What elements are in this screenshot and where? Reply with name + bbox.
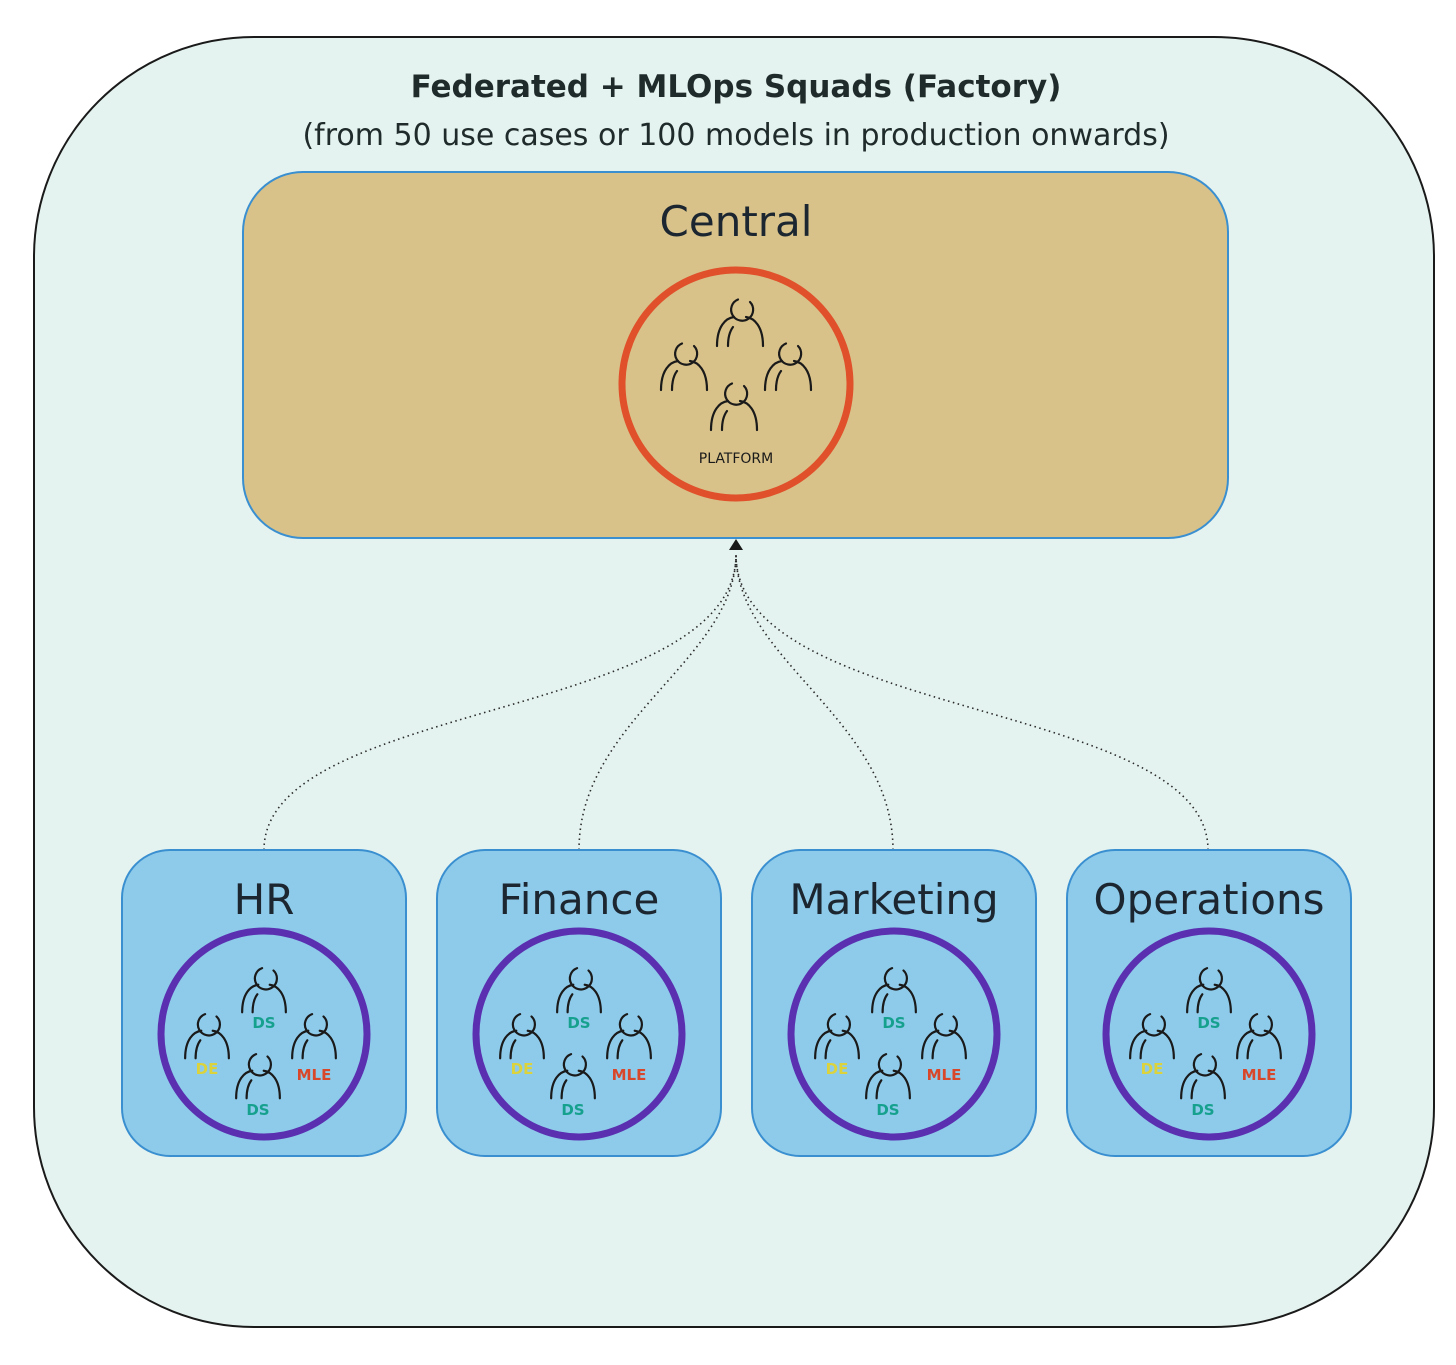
role-label-mle: MLE [612, 1066, 647, 1084]
central-label: Central [660, 197, 813, 246]
diagram-subtitle: (from 50 use cases or 100 models in prod… [302, 118, 1169, 153]
role-label-ds: DS [252, 1014, 275, 1032]
person-icon [871, 967, 917, 1014]
domain-label: Operations [1094, 875, 1325, 924]
role-label-de: DE [1141, 1060, 1164, 1078]
connector-marketing [735, 554, 894, 851]
role-label-de: DE [196, 1060, 219, 1078]
role-label-ds: DS [876, 1101, 899, 1119]
person-icon [709, 382, 759, 432]
squad-circle [157, 927, 371, 1141]
domain-label: HR [234, 875, 295, 924]
platform-team-label: PLATFORM [699, 451, 773, 467]
person-icon [1180, 1053, 1226, 1100]
person-icon [865, 1053, 911, 1100]
person-icon [715, 298, 765, 348]
connector-finance [578, 554, 737, 851]
person-icon [241, 967, 287, 1014]
person-icon [659, 342, 709, 392]
role-label-ds: DS [882, 1014, 905, 1032]
role-label-ds: DS [246, 1101, 269, 1119]
person-icon [550, 1053, 596, 1100]
person-icon [556, 967, 602, 1014]
domain-label: Marketing [789, 875, 998, 924]
person-icon [291, 1013, 337, 1060]
role-label-ds: DS [567, 1014, 590, 1032]
person-icon [606, 1013, 652, 1060]
person-icon [763, 342, 813, 392]
person-icon [184, 1013, 230, 1060]
role-label-de: DE [511, 1060, 534, 1078]
person-icon [1186, 967, 1232, 1014]
squad-circle [787, 927, 1001, 1141]
diagram-title: Federated + MLOps Squads (Factory) [411, 69, 1062, 105]
person-icon [1236, 1013, 1282, 1060]
squad-circle [1102, 927, 1316, 1141]
person-icon [921, 1013, 967, 1060]
role-label-ds: DS [1191, 1101, 1214, 1119]
domain-box-hr: HR DS DE MLE DS [121, 849, 407, 1157]
squad-circle [472, 927, 686, 1141]
arrowhead [729, 539, 743, 550]
role-label-de: DE [826, 1060, 849, 1078]
person-icon [1129, 1013, 1175, 1060]
connector-hr [263, 554, 737, 851]
role-label-mle: MLE [297, 1066, 332, 1084]
domain-label: Finance [499, 875, 660, 924]
person-icon [499, 1013, 545, 1060]
person-icon [235, 1053, 281, 1100]
role-label-mle: MLE [1242, 1066, 1277, 1084]
central-box: Central PLATFORM [242, 171, 1229, 539]
person-icon [814, 1013, 860, 1060]
connectors [263, 539, 1209, 851]
role-label-mle: MLE [927, 1066, 962, 1084]
platform-team-members [659, 298, 813, 432]
role-label-ds: DS [561, 1101, 584, 1119]
role-label-ds: DS [1197, 1014, 1220, 1032]
platform-team-circle [618, 266, 854, 502]
connector-operations [735, 554, 1209, 851]
